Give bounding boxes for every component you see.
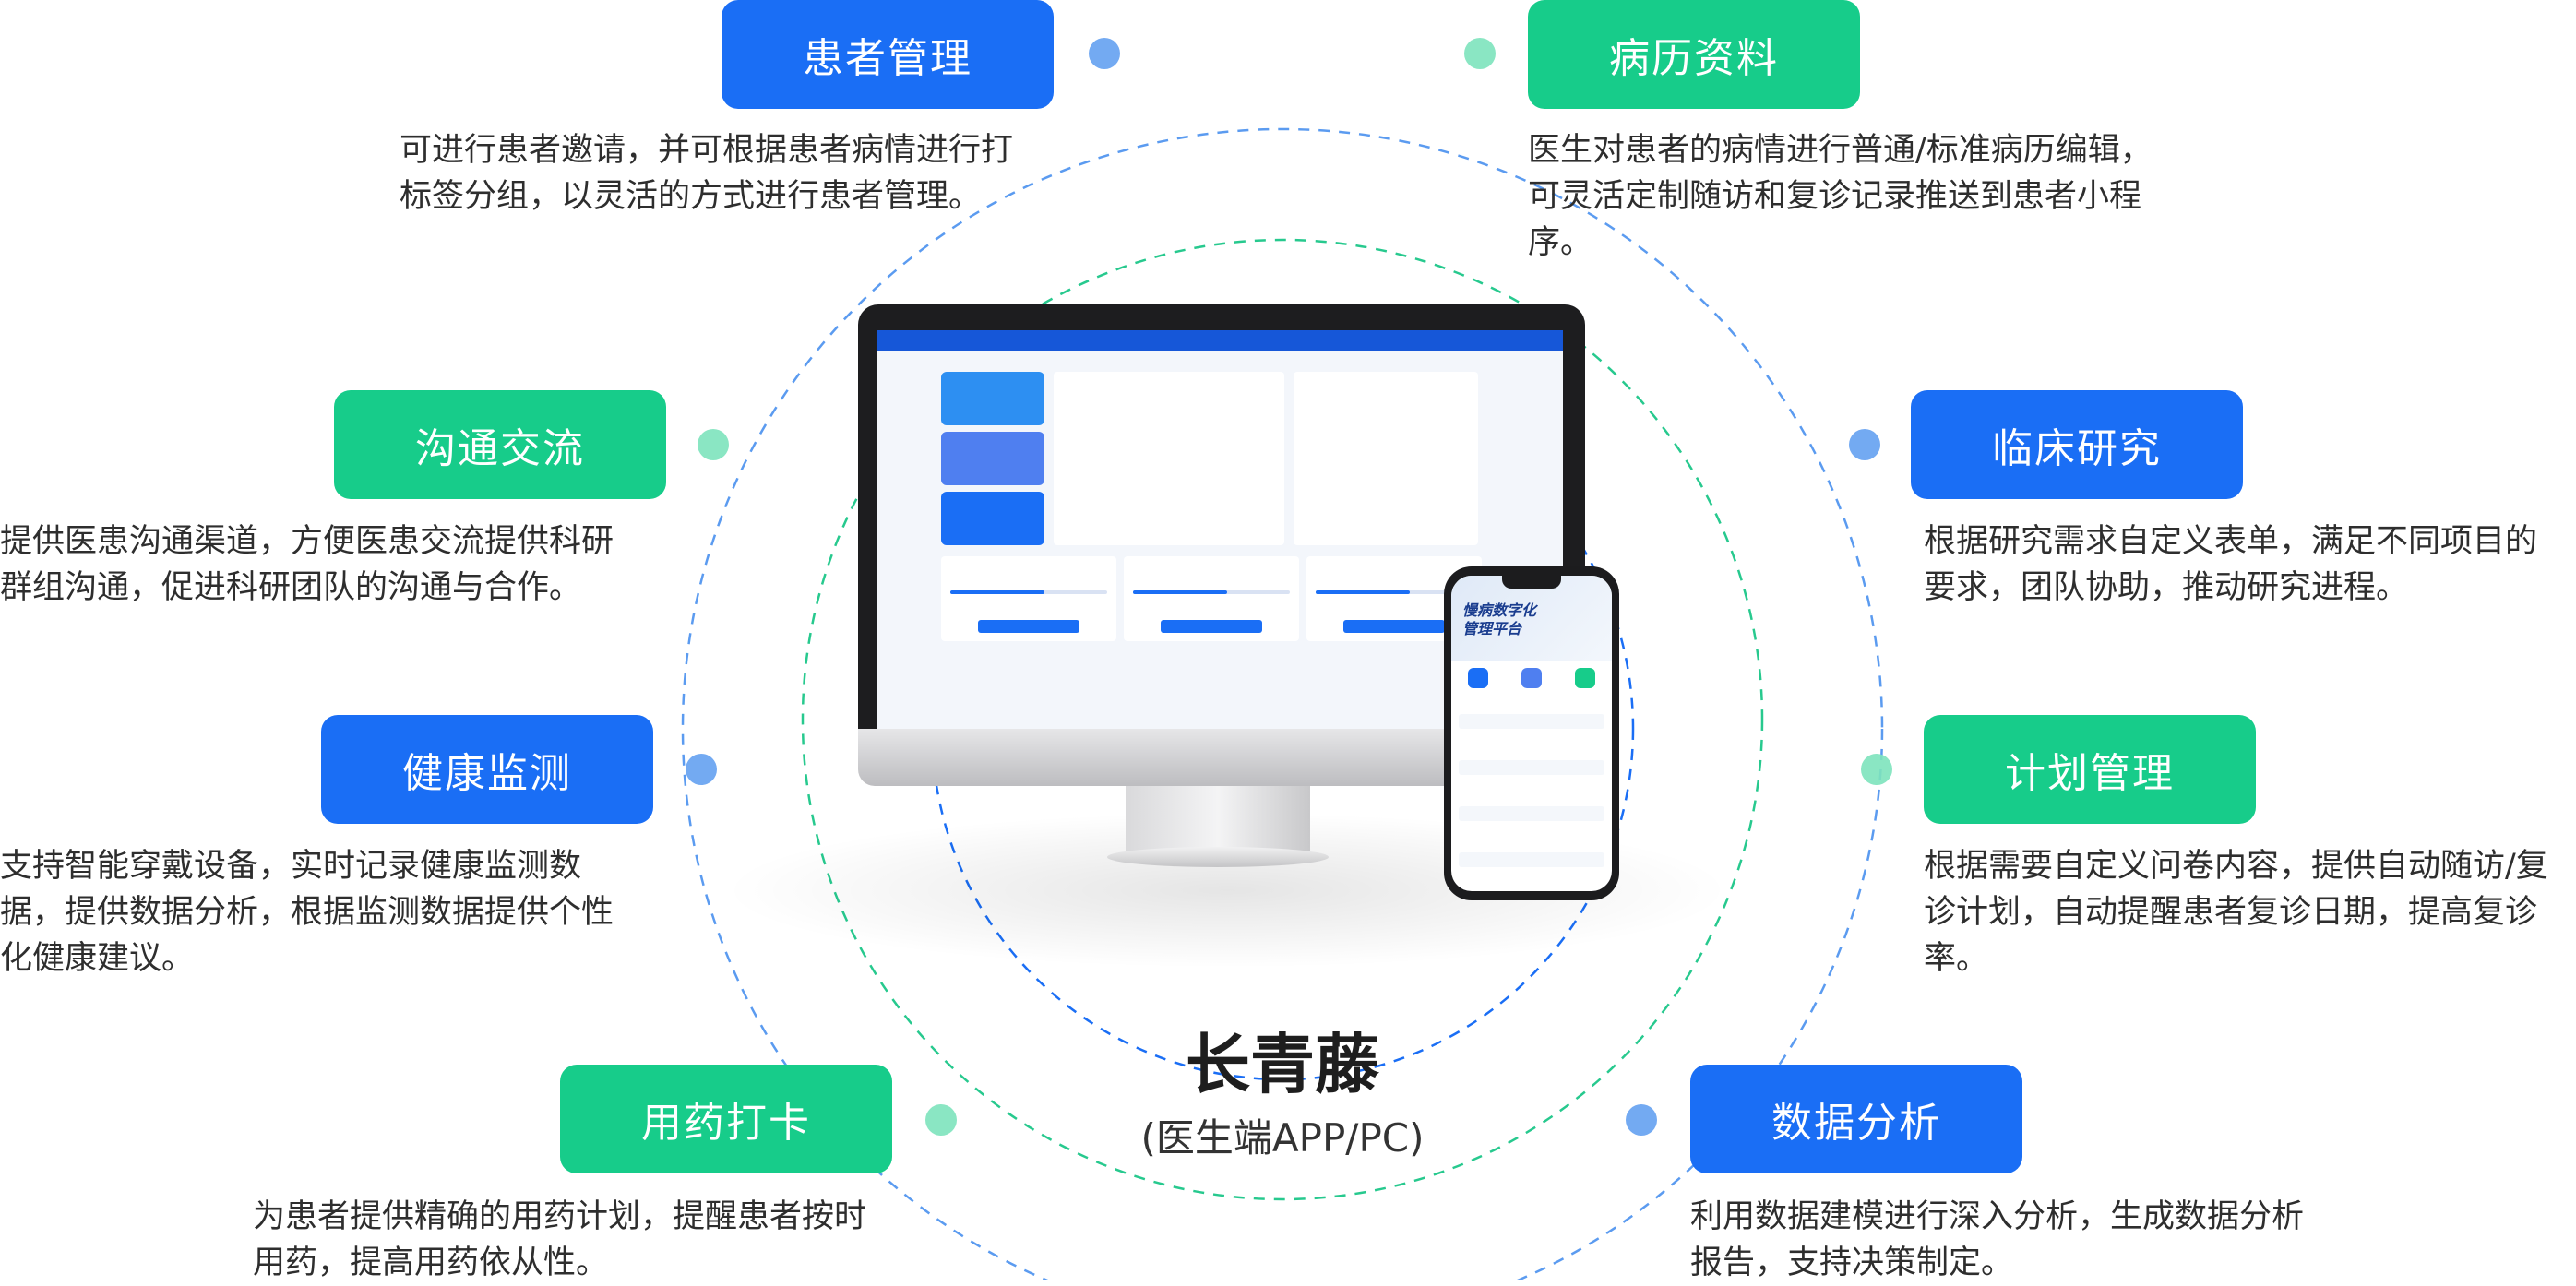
feature-desc-clinical-research: 根据研究需求自定义表单，满足不同项目的要求，团队协助，推动研究进程。	[1924, 523, 2538, 606]
desktop-monitor	[858, 304, 1585, 760]
menu-row	[1459, 760, 1604, 775]
monitor-stand	[1126, 786, 1310, 851]
menu-row	[1459, 806, 1604, 821]
feature-pill-medical-records: 病历资料	[1528, 0, 1860, 109]
mobile-phone: 慢病数字化管理平台	[1444, 566, 1619, 900]
menu-row	[1459, 852, 1604, 867]
feature-desc-plan-management: 根据需要自定义问卷内容，提供自动随访/复诊计划，自动提醒患者复诊日期，提高复诊率…	[1924, 848, 2548, 977]
enter-button	[1161, 620, 1262, 633]
schedule-card	[1294, 372, 1478, 545]
web-app-navbar	[877, 330, 1563, 351]
dashboard-tile	[941, 372, 1044, 425]
feature-desc-medication-checkin: 为患者提供精确的用药计划，提醒患者按时用药，提高用药依从性。	[253, 1198, 867, 1281]
product-name: 长青藤	[1186, 1027, 1379, 1102]
menu-row	[1459, 714, 1604, 729]
progress-bar	[1133, 590, 1290, 594]
calendar-card	[1054, 372, 1284, 545]
connector-dot	[925, 1104, 957, 1136]
enter-button	[978, 620, 1079, 633]
feature-pill-plan-management: 计划管理	[1924, 715, 2256, 824]
desktop-screen	[877, 330, 1563, 729]
enter-button	[1343, 620, 1445, 633]
feature-desc-health-monitoring: 支持智能穿戴设备，实时记录健康监测数据，提供数据分析，根据监测数据提供个性化健康…	[0, 848, 614, 977]
product-subtitle: (医生端APP/PC)	[1140, 1115, 1425, 1161]
mobile-screen: 慢病数字化管理平台	[1451, 576, 1612, 891]
feature-pill-health-monitoring: 健康监测	[321, 715, 653, 824]
connector-dot	[1861, 754, 1892, 785]
feature-desc-data-analysis: 利用数据建模进行深入分析，生成数据分析报告，支持决策制定。	[1690, 1198, 2305, 1281]
phone-notch	[1502, 576, 1561, 589]
dashboard-tile	[941, 492, 1044, 545]
connector-dot	[1626, 1104, 1657, 1136]
app-icon	[1468, 668, 1488, 688]
connector-dot	[1089, 38, 1120, 69]
progress-bar	[950, 590, 1107, 594]
feature-pill-clinical-research: 临床研究	[1911, 390, 2243, 499]
connector-dot	[1849, 429, 1880, 460]
connector-dot	[1464, 38, 1496, 69]
progress-bar	[1316, 590, 1473, 594]
connector-dot	[698, 429, 729, 460]
mobile-app-header: 慢病数字化管理平台	[1451, 576, 1612, 661]
monitor-base	[1107, 847, 1329, 867]
dashboard-tile	[941, 432, 1044, 485]
feature-pill-medication-checkin: 用药打卡	[560, 1065, 892, 1173]
feature-desc-medical-records: 医生对患者的病情进行普通/标准病历编辑，可灵活定制随访和复诊记录推送到患者小程序…	[1528, 132, 2153, 261]
feature-pill-data-analysis: 数据分析	[1690, 1065, 2022, 1173]
app-icon	[1521, 668, 1542, 688]
app-icon	[1575, 668, 1595, 688]
feature-desc-communication: 提供医患沟通渠道，方便医患交流提供科研群组沟通，促进科研团队的沟通与合作。	[0, 523, 614, 606]
connector-dot	[686, 754, 717, 785]
feature-desc-patient-management: 可进行患者邀请，并可根据患者病情进行打标签分组，以灵活的方式进行患者管理。	[400, 132, 1014, 215]
feature-pill-communication: 沟通交流	[334, 390, 666, 499]
mobile-app-title: 慢病数字化管理平台	[1462, 601, 1537, 637]
feature-pill-patient-management: 患者管理	[722, 0, 1054, 109]
